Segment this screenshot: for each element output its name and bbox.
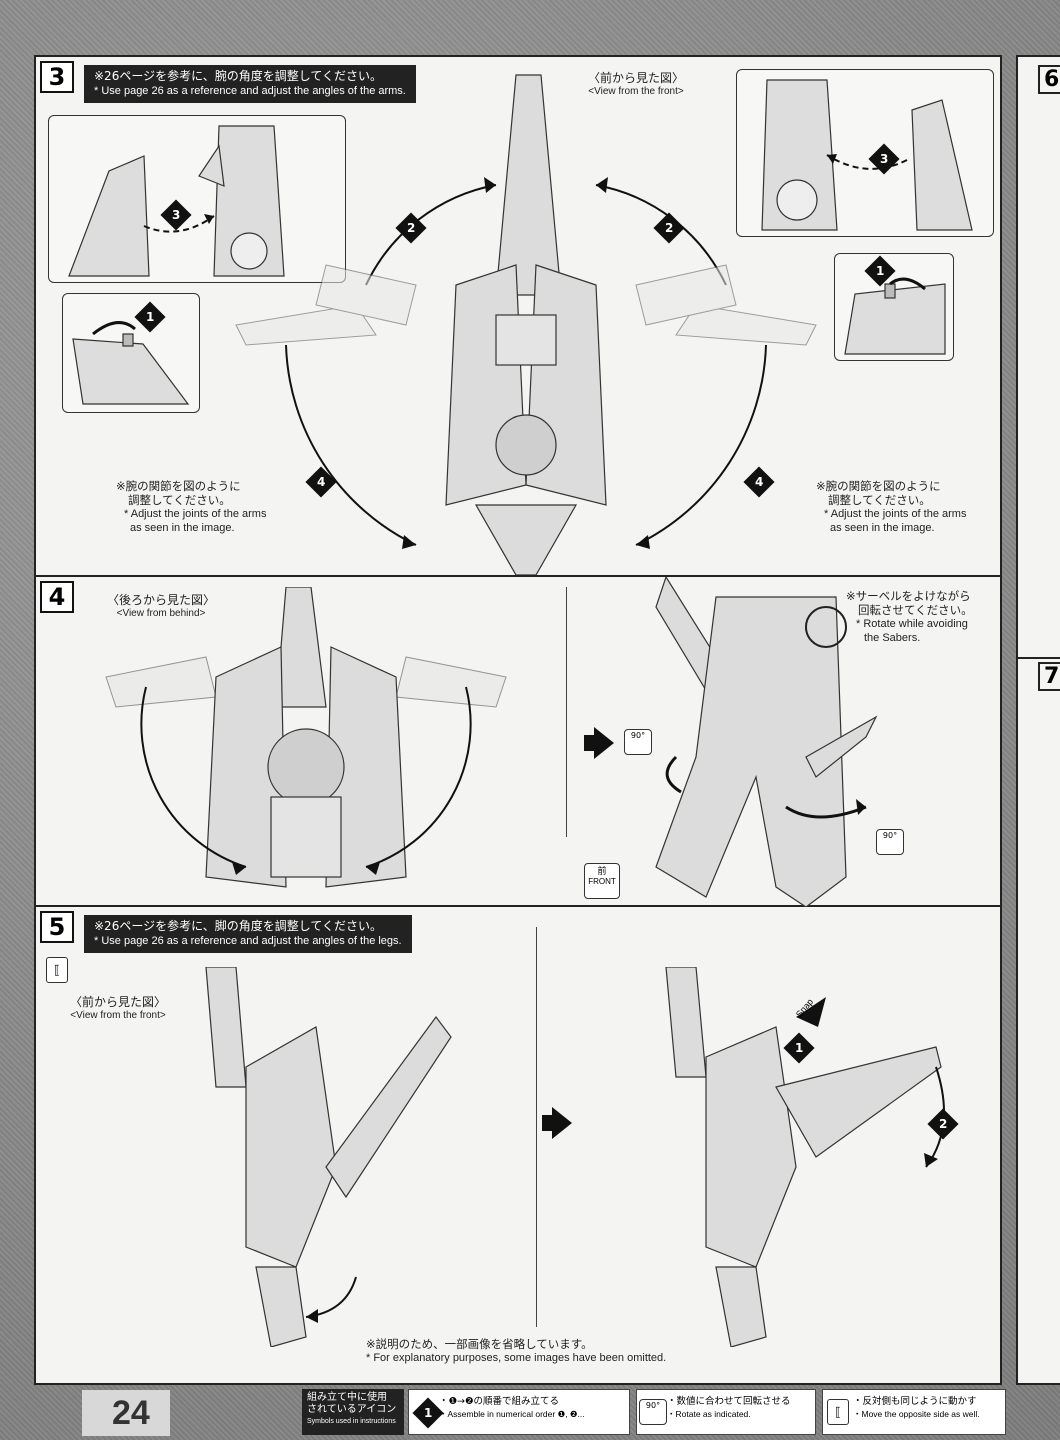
step-number: 5 [40, 911, 74, 943]
view-caption: 〈後ろから見た図〉 <View from behind> [86, 593, 236, 621]
view-caption-jp: 〈前から見た図〉 [587, 71, 684, 85]
step-divider [566, 587, 567, 837]
legend-en: ・Rotate as indicated. [667, 1409, 751, 1419]
note-en-line: as seen in the image. [130, 522, 235, 534]
legend-title: 組み立て中に使用 されているアイコン Symbols used in instr… [302, 1389, 404, 1435]
legend-order: 1 ・❶→❷の順番で組み立てる ・Assemble in numerical o… [408, 1389, 630, 1435]
inset-illustration [761, 79, 973, 231]
step-number: 4 [40, 581, 74, 613]
legend-jp: ・反対側も同じように動かす [853, 1396, 977, 1407]
note-jp-line: 調整してください。 [128, 493, 231, 507]
step-number-6: 6 [1038, 65, 1060, 94]
legend-mirror: ⟦ ・反対側も同じように動かす ・Move the opposite side … [822, 1389, 1006, 1435]
note-en-line: * Adjust the joints of the arms [124, 508, 267, 520]
note-en-line: * Adjust the joints of the arms [824, 508, 967, 520]
note-jp-line: 調整してください。 [828, 493, 931, 507]
legend-jp: ・数値に合わせて回転させる [667, 1396, 791, 1407]
step-4-panel: 4 〈後ろから見た図〉 <View from behind> [36, 577, 1000, 907]
front-en: FRONT [588, 877, 616, 886]
saber-rotate-note: ※サーベルをよけながら 回転させてください。 * Rotate while av… [846, 589, 1006, 645]
inset-detail-mid-left: 1 [62, 293, 200, 413]
rotate-90-icon: 90° [876, 829, 904, 855]
legend-title-jp: されているアイコン [307, 1404, 397, 1415]
inset-illustration [72, 321, 190, 405]
legend-en: ・Assemble in numerical order ❶, ❷... [439, 1409, 585, 1419]
mirror-side-icon: ⟦ [827, 1399, 849, 1425]
inset-illustration [68, 125, 285, 277]
legend-rotate: 90° ・数値に合わせて回転させる ・Rotate as indicated. [636, 1389, 816, 1435]
rotate-90-icon: 90° [639, 1399, 667, 1425]
legend-jp: ・❶→❷の順番で組み立てる [439, 1396, 559, 1407]
note-jp: ※26ページを参考に、脚の角度を調整してください。 [94, 919, 383, 933]
step-number-7: 7 [1038, 662, 1060, 691]
front-direction-icon: 前 FRONT [584, 863, 620, 899]
view-caption-en: <View from the front> [588, 86, 684, 97]
step-5-panel: 5 ※26ページを参考に、脚の角度を調整してください。 * Use page 2… [36, 907, 1000, 1383]
footer: 24 組み立て中に使用 されているアイコン Symbols used in in… [34, 1385, 1060, 1440]
note-en-line: the Sabers. [864, 632, 921, 644]
inset-illustration [844, 277, 946, 355]
note-en-line: as seen in the image. [830, 522, 935, 534]
joint-adjust-note-left: ※腕の関節を図のように 調整してください。 * Adjust the joint… [116, 479, 316, 535]
inset-detail-top-left: 3 [48, 115, 346, 283]
step-3-panel: 3 ※26ページを参考に、腕の角度を調整してください。 * Use page 2… [36, 57, 1000, 577]
step-5-leg-illustration-after [665, 967, 945, 1347]
note-jp-line: ※腕の関節を図のように [116, 479, 241, 493]
step-note: ※26ページを参考に、脚の角度を調整してください。 * Use page 26 … [84, 915, 412, 953]
front-jp: 前 [597, 866, 607, 876]
step-note: ※26ページを参考に、腕の角度を調整してください。 * Use page 26 … [84, 65, 416, 103]
mirror-side-icon: ⟦ [46, 957, 68, 983]
view-caption: 〈前から見た図〉 <View from the front> [556, 71, 716, 99]
next-arrow-icon [542, 1107, 572, 1139]
note-jp-line: 回転させてください。 [858, 603, 973, 617]
view-caption: 〈前から見た図〉 <View from the front> [48, 995, 188, 1023]
step-number: 3 [40, 61, 74, 93]
omit-note: ※説明のため、一部画像を省略しています。 * For explanatory p… [366, 1337, 786, 1365]
view-caption-en: <View from behind> [116, 608, 206, 619]
step-divider [536, 927, 537, 1327]
instruction-sheet: 3 ※26ページを参考に、腕の角度を調整してください。 * Use page 2… [34, 55, 1002, 1385]
note-jp-line: ※サーベルをよけながら [846, 589, 971, 603]
inset-detail-mid-right: 1 [834, 253, 954, 361]
legend-en: ・Move the opposite side as well. [853, 1409, 980, 1419]
note-jp: ※26ページを参考に、腕の角度を調整してください。 [94, 69, 383, 83]
page-number: 24 [82, 1390, 170, 1436]
step-5-leg-illustration-before [205, 967, 452, 1347]
step-divider [1018, 657, 1060, 659]
view-caption-jp: 〈前から見た図〉 [69, 995, 166, 1009]
joint-adjust-note-right: ※腕の関節を図のように 調整してください。 * Adjust the joint… [816, 479, 996, 535]
next-arrow-icon [584, 727, 614, 759]
step-4-back-illustration [105, 587, 507, 888]
step-4-rotate-illustration [655, 577, 878, 907]
rotate-90-icon: 90° [624, 729, 652, 755]
note-en: * Use page 26 as a reference and adjust … [94, 85, 406, 97]
note-en-line: * For explanatory purposes, some images … [366, 1352, 667, 1364]
legend-title-jp: 組み立て中に使用 [307, 1392, 387, 1403]
note-jp-line: ※腕の関節を図のように [816, 479, 941, 493]
view-caption-en: <View from the front> [70, 1010, 166, 1021]
note-en: * Use page 26 as a reference and adjust … [94, 935, 402, 947]
step-3-main-illustration [235, 74, 817, 575]
inset-detail-top-right: 3 [736, 69, 994, 237]
view-caption-jp: 〈後ろから見た図〉 [106, 593, 215, 607]
note-jp-line: ※説明のため、一部画像を省略しています。 [366, 1337, 593, 1351]
legend-title-en: Symbols used in instructions [307, 1418, 396, 1425]
next-page-edge: 6 7 [1016, 55, 1060, 1385]
note-en-line: * Rotate while avoiding [856, 618, 968, 630]
